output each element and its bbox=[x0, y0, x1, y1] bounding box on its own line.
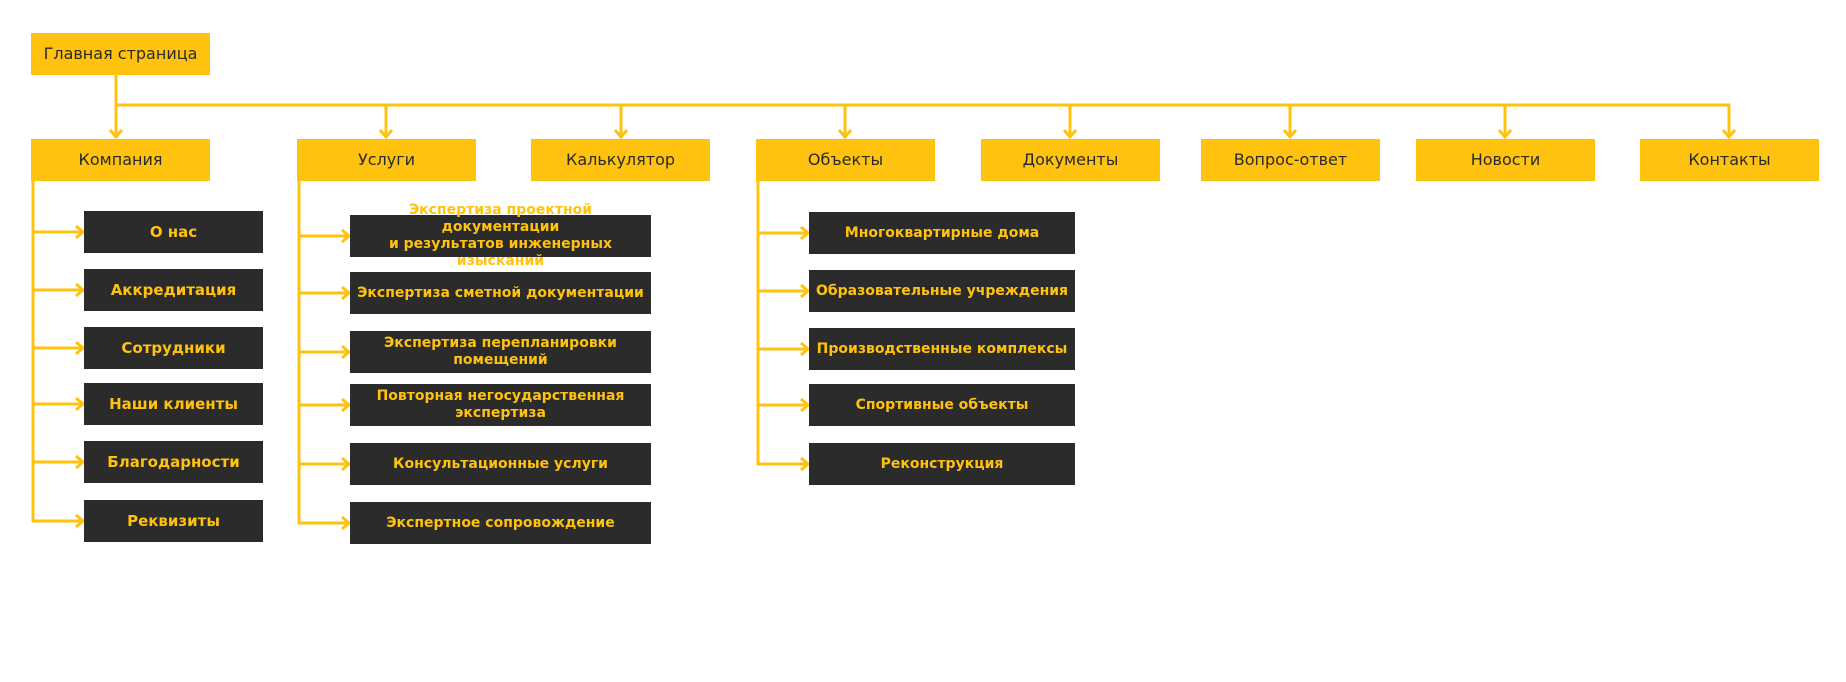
branch-arrow bbox=[800, 397, 811, 413]
section-documents-label: Документы bbox=[1022, 150, 1119, 169]
services-item-project-expertise[interactable]: Экспертиза проектной документации и резу… bbox=[350, 202, 651, 269]
section-documents[interactable]: Документы bbox=[981, 139, 1160, 181]
company-item-label: Аккредитация bbox=[110, 280, 237, 299]
services-item-label: Экспертиза перепланировки помещений bbox=[384, 335, 617, 368]
services-item-consulting[interactable]: Консультационные услуги bbox=[350, 443, 651, 485]
branch-arrow bbox=[75, 396, 86, 412]
section-objects[interactable]: Объекты bbox=[756, 139, 935, 181]
section-calculator-label: Калькулятор bbox=[565, 150, 676, 169]
section-arrow bbox=[378, 129, 394, 140]
objects-item-label: Производственные комплексы bbox=[816, 340, 1068, 357]
objects-item-industrial[interactable]: Производственные комплексы bbox=[809, 328, 1075, 370]
objects-item-reconstruction[interactable]: Реконструкция bbox=[809, 443, 1075, 485]
section-arrow bbox=[1062, 129, 1078, 140]
branch-arrow bbox=[75, 454, 86, 470]
services-item-label: Экспертиза проектной документации и резу… bbox=[388, 202, 613, 269]
company-item-clients[interactable]: Наши клиенты bbox=[84, 383, 263, 425]
branch-arrow bbox=[341, 228, 352, 244]
company-item-about[interactable]: О нас bbox=[84, 211, 263, 253]
section-arrow bbox=[1497, 129, 1513, 140]
section-contacts-label: Контакты bbox=[1688, 150, 1771, 169]
section-news-label: Новости bbox=[1470, 150, 1541, 169]
section-arrow bbox=[837, 129, 853, 140]
services-item-label: Экспертное сопровождение bbox=[386, 514, 615, 531]
company-item-label: Реквизиты bbox=[127, 511, 220, 530]
services-item-estimate-expertise[interactable]: Экспертиза сметной документации bbox=[350, 272, 651, 314]
services-item-repeat-expertise[interactable]: Повторная негосударственная экспертиза bbox=[350, 384, 651, 426]
company-item-staff[interactable]: Сотрудники bbox=[84, 327, 263, 369]
services-item-label: Консультационные услуги bbox=[393, 455, 608, 472]
section-news[interactable]: Новости bbox=[1416, 139, 1595, 181]
services-item-label: Повторная негосударственная экспертиза bbox=[376, 388, 625, 421]
root-node[interactable]: Главная страница bbox=[31, 33, 210, 75]
objects-item-label: Образовательные учреждения bbox=[815, 282, 1069, 299]
section-services[interactable]: Услуги bbox=[297, 139, 476, 181]
objects-item-sports[interactable]: Спортивные объекты bbox=[809, 384, 1075, 426]
company-item-requisites[interactable]: Реквизиты bbox=[84, 500, 263, 542]
section-arrow bbox=[108, 129, 124, 140]
branch-arrow bbox=[341, 285, 352, 301]
branch-arrow bbox=[341, 515, 352, 531]
objects-item-label: Реконструкция bbox=[880, 455, 1004, 472]
section-faq-label: Вопрос-ответ bbox=[1233, 150, 1348, 169]
section-objects-label: Объекты bbox=[807, 150, 884, 169]
section-contacts[interactable]: Контакты bbox=[1640, 139, 1819, 181]
company-item-label: Наши клиенты bbox=[109, 394, 238, 413]
branch-arrow bbox=[800, 283, 811, 299]
company-item-label: Сотрудники bbox=[121, 338, 226, 357]
objects-item-label: Многоквартирные дома bbox=[844, 224, 1040, 241]
section-company[interactable]: Компания bbox=[31, 139, 210, 181]
section-faq[interactable]: Вопрос-ответ bbox=[1201, 139, 1380, 181]
branch-arrow bbox=[341, 456, 352, 472]
branch-arrow bbox=[75, 224, 86, 240]
services-item-expert-support[interactable]: Экспертное сопровождение bbox=[350, 502, 651, 544]
objects-item-apartments[interactable]: Многоквартирные дома bbox=[809, 212, 1075, 254]
branch-arrow bbox=[800, 225, 811, 241]
section-services-label: Услуги bbox=[357, 150, 416, 169]
branch-arrow bbox=[75, 340, 86, 356]
branch-arrow bbox=[800, 341, 811, 357]
branch-arrow bbox=[800, 456, 811, 472]
objects-item-education[interactable]: Образовательные учреждения bbox=[809, 270, 1075, 312]
section-arrow bbox=[1282, 129, 1298, 140]
services-item-replanning-expertise[interactable]: Экспертиза перепланировки помещений bbox=[350, 331, 651, 373]
branch-arrow bbox=[341, 397, 352, 413]
branch-arrow bbox=[75, 513, 86, 529]
branch-arrow bbox=[341, 344, 352, 360]
section-arrow bbox=[1721, 129, 1737, 140]
services-item-label: Экспертиза сметной документации bbox=[357, 284, 644, 301]
company-item-label: О нас bbox=[149, 222, 198, 241]
root-label: Главная страница bbox=[43, 44, 198, 63]
company-item-label: Благодарности bbox=[107, 452, 240, 471]
company-item-accreditation[interactable]: Аккредитация bbox=[84, 269, 263, 311]
section-company-label: Компания bbox=[78, 150, 163, 169]
company-item-thanks[interactable]: Благодарности bbox=[84, 441, 263, 483]
section-arrow bbox=[613, 129, 629, 140]
objects-item-label: Спортивные объекты bbox=[855, 396, 1029, 413]
section-calculator[interactable]: Калькулятор bbox=[531, 139, 710, 181]
branch-arrow bbox=[75, 282, 86, 298]
